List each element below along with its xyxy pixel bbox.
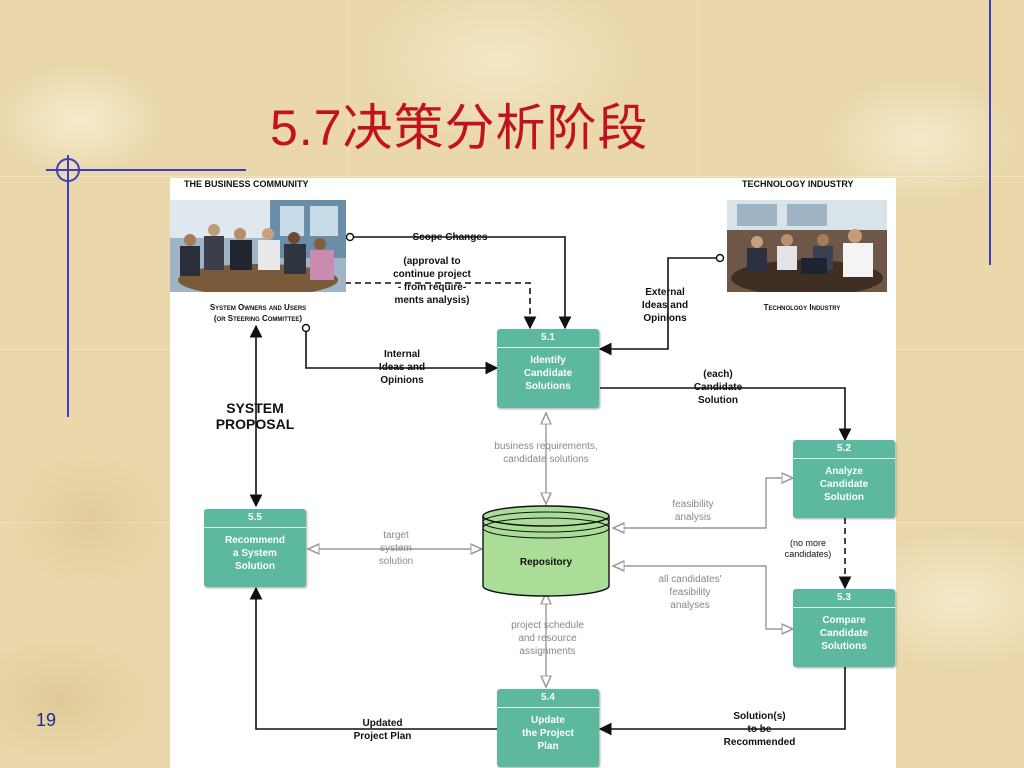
label-feasibility-analysis: feasibility analysis — [672, 499, 714, 523]
flow-scope-changes — [350, 236, 572, 330]
label-scope-changes: Scope Changes — [412, 232, 488, 243]
flow-approval — [335, 282, 537, 330]
label-business-requirements: business requirements, candidate solutio… — [494, 441, 598, 465]
header-technology-industry: TECHNOLOGY INDUSTRY — [742, 179, 854, 189]
repository-label: Repository — [519, 557, 573, 568]
flow-all-candidates — [613, 566, 793, 629]
technology-meeting-photo — [727, 200, 887, 292]
label-updated-plan: Updated Project Plan — [353, 718, 412, 742]
slide-title: 5.7决策分析阶段 — [270, 100, 649, 156]
decor-horizontal-line — [46, 169, 246, 171]
process-id: 5.5 — [204, 509, 306, 528]
process-analyze-candidate-solution[interactable]: 5.2 Analyze Candidate Solution — [793, 440, 895, 518]
decor-circle — [56, 158, 80, 182]
label-approval: (approval to continue project - from req… — [393, 256, 471, 306]
process-name: Analyze Candidate Solution — [819, 466, 869, 503]
page-number: 19 — [36, 710, 57, 730]
process-id: 5.4 — [497, 689, 599, 708]
process-name: Identify Candidate Solutions — [523, 355, 573, 392]
label-all-candidates: all candidates' feasibility analyses — [658, 574, 722, 611]
process-name: Recommend a System Solution — [224, 535, 285, 572]
system-proposal-label: SYSTEM PROPOSAL — [215, 400, 295, 432]
business-meeting-photo — [170, 200, 346, 292]
decor-right-line — [989, 0, 991, 265]
process-compare-candidate-solutions[interactable]: 5.3 Compare Candidate Solutions — [793, 589, 895, 667]
header-business-community: THE BUSINESS COMMUNITY — [184, 179, 309, 189]
process-id: 5.1 — [497, 329, 599, 348]
flow-solutions-recommended — [598, 667, 846, 736]
decor-vertical-line — [67, 155, 69, 417]
caption-system-owners: System Owners and Users (or Steering Com… — [209, 303, 307, 323]
flow-updated-plan — [249, 586, 497, 730]
process-recommend-system-solution[interactable]: 5.5 Recommend a System Solution — [204, 509, 306, 587]
flow-external-ideas — [598, 257, 720, 356]
label-internal-ideas: Internal Ideas and Opinions — [378, 349, 426, 386]
process-id: 5.2 — [793, 440, 895, 459]
repository-cylinder — [482, 505, 610, 597]
process-update-project-plan[interactable]: 5.4 Update the Project Plan — [497, 689, 599, 767]
label-each-candidate: (each) Candidate Solution — [693, 369, 743, 406]
label-external-ideas: External Ideas and Opinions — [641, 287, 689, 324]
label-no-more-candidates: (no more candidates) — [784, 538, 832, 559]
label-project-schedule: project schedule and resource assignment… — [511, 620, 584, 657]
flow-each-candidate — [600, 387, 852, 442]
flow-internal-ideas — [305, 328, 499, 375]
caption-technology-industry: Technology Industry — [763, 303, 841, 312]
process-name: Compare Candidate Solutions — [819, 615, 869, 652]
diagram-connectors — [249, 232, 852, 736]
process-id: 5.3 — [793, 589, 895, 608]
decision-analysis-diagram: THE BUSINESS COMMUNITY TECHNOLOGY INDUST… — [170, 178, 896, 768]
process-identify-candidate-solutions[interactable]: 5.1 Identify Candidate Solutions — [497, 329, 599, 408]
flow-feasibility-analysis — [613, 478, 793, 528]
label-target-system: target system solution — [378, 530, 414, 567]
process-name: Update the Project Plan — [522, 715, 574, 752]
label-solutions-recommended: Solution(s) to be Recommended — [723, 711, 796, 748]
